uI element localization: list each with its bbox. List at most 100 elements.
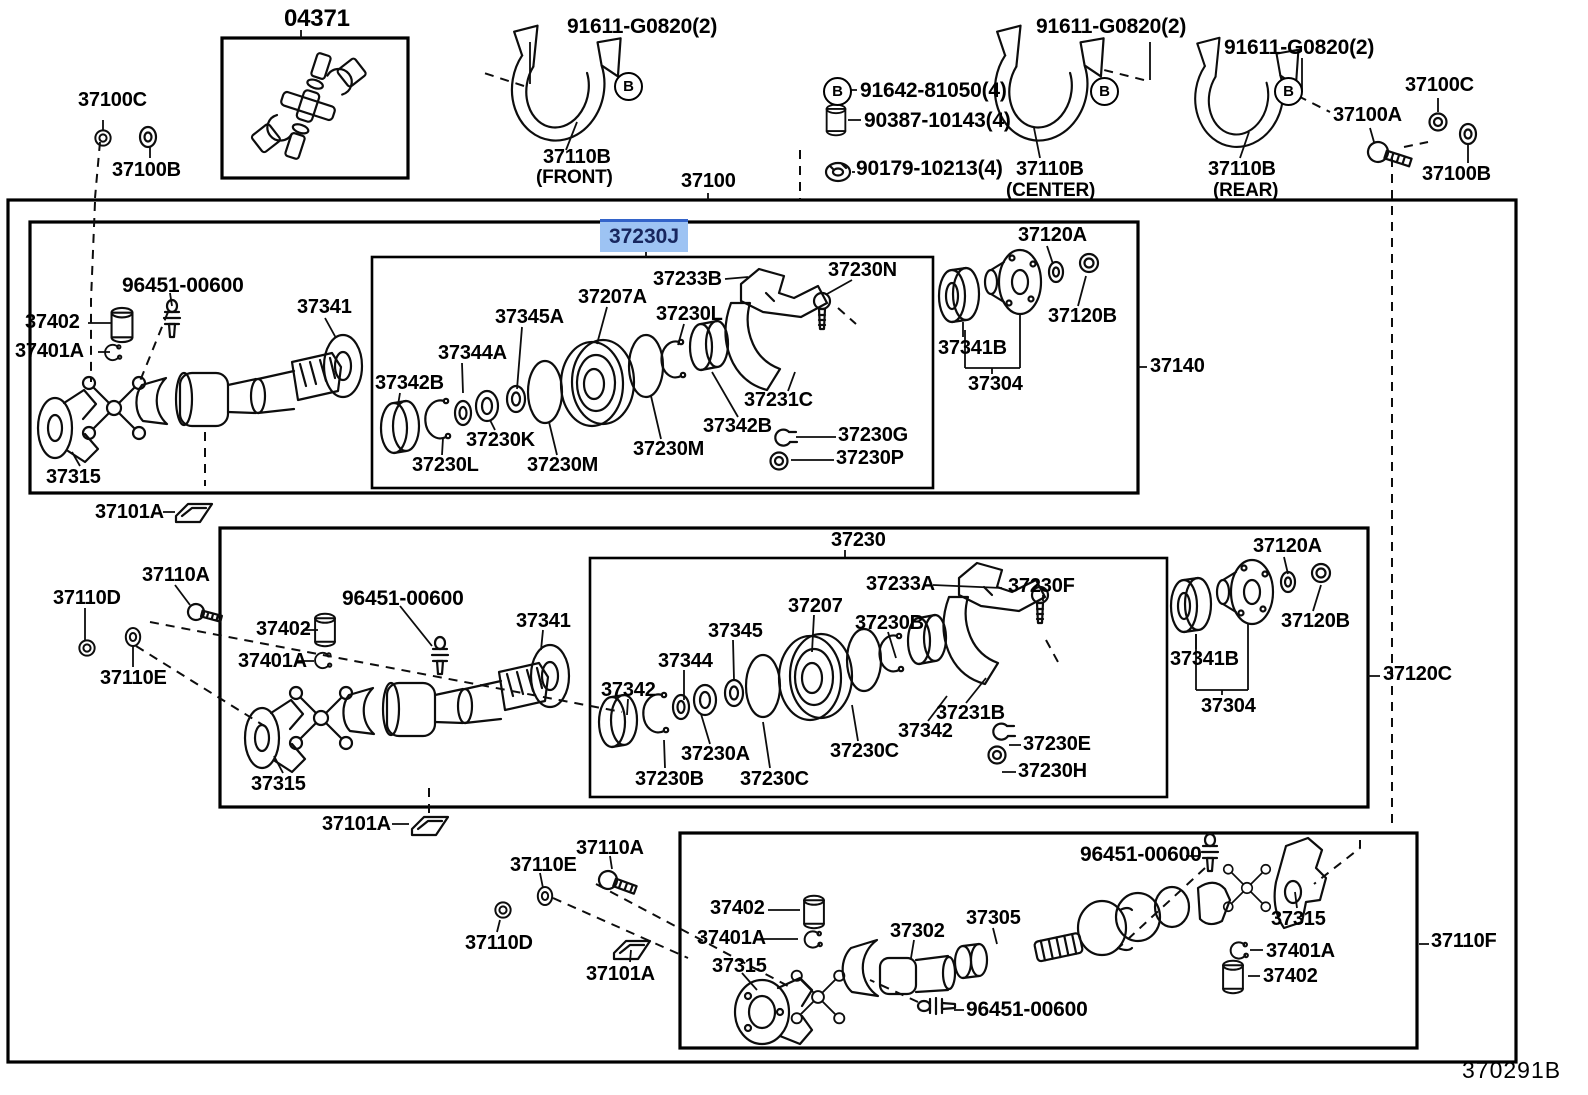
part-label-s2_96451: 96451-00600	[342, 587, 464, 610]
hardware-icons	[78, 103, 1478, 961]
part-label-s2_37315: 37315	[251, 773, 306, 795]
part-label-n90387: 90387-10143(4)	[864, 109, 1011, 132]
part-label-s2_37120b: 37120B	[1281, 610, 1350, 632]
part-label-s2_37402: 37402	[256, 618, 311, 640]
circled-b-marker: B	[614, 72, 643, 101]
part-label-s2_37341b: 37341B	[1170, 648, 1239, 670]
part-label-t37100c_l: 37100C	[78, 89, 147, 111]
part-label-s2_37230c_m: 37230C	[830, 740, 899, 762]
part-label-s2_37230c_b: 37230C	[740, 768, 809, 790]
part-label-s1_37344a: 37344A	[438, 342, 507, 364]
part-label-s2_37230b_t: 37230B	[855, 612, 924, 634]
part-label-s1_37341b: 37341B	[938, 337, 1007, 359]
circled-b-marker: B	[1090, 77, 1119, 106]
part-label-s1_37402: 37402	[25, 311, 80, 333]
part-label-s2_37233a: 37233A	[866, 573, 935, 595]
clamp-front-art	[495, 18, 626, 151]
rear-shaft-box	[678, 831, 1419, 1050]
part-label-s1_37304: 37304	[968, 373, 1023, 395]
assembly-boxes	[6, 36, 1518, 1064]
part-label-rear: (REAR)	[1213, 180, 1279, 201]
part-label-s3_37402_l: 37402	[710, 897, 765, 919]
part-label-s2_37207: 37207	[788, 595, 843, 617]
u-joint-kit-art	[250, 52, 367, 160]
part-label-t37101a_3: 37101A	[586, 963, 655, 985]
part-label-s3_96451_b: 96451-00600	[966, 998, 1088, 1021]
rear-driveshaft-art	[733, 832, 1328, 1046]
u-joint-kit-box	[220, 36, 410, 180]
leader-lines	[71, 30, 1469, 1011]
part-label-s3_37110d: 37110D	[465, 932, 533, 954]
part-label-t37101a_2: 37101A	[322, 813, 391, 835]
part-label-t37100c_r: 37100C	[1405, 74, 1474, 96]
part-label-t37100b_r: 37100B	[1422, 163, 1491, 185]
part-label-s2_37401a: 37401A	[238, 650, 307, 672]
part-label-t37101a_1: 37101A	[95, 501, 164, 523]
part-label-n90179: 90179-10213(4)	[856, 157, 1003, 180]
bolt-icon	[597, 869, 638, 895]
part-label-t37100b_l: 37100B	[112, 159, 181, 181]
part-label-s3_96451_t: 96451-00600	[1080, 843, 1202, 866]
part-label-t37230: 37230	[831, 529, 886, 551]
part-label-s1_37401a: 37401A	[15, 340, 84, 362]
part-label-s1_37345a: 37345A	[495, 306, 564, 328]
part-label-s1_37230l_b: 37230L	[412, 454, 479, 476]
part-label-s1_96451: 96451-00600	[122, 274, 244, 297]
part-label-g0820_1: 91611-G0820(2)	[567, 15, 718, 38]
part-label-s1_37341: 37341	[297, 296, 352, 318]
part-label-t37100: 37100	[681, 170, 736, 192]
part-label-s1_37230p: 37230P	[836, 447, 904, 469]
part-label-s2_37110e: 37110E	[100, 667, 167, 689]
part-label-t37110b_center: 37110B	[1016, 158, 1084, 180]
part-label-s2_37230h: 37230H	[1018, 760, 1087, 782]
part-label-g0820_3: 91611-G0820(2)	[1224, 36, 1375, 59]
front-bearing-kit-box	[370, 255, 935, 490]
highlighted-part-label-37230J[interactable]: 37230J	[600, 219, 688, 252]
center-bearing-kit-box	[588, 556, 1169, 799]
part-label-s2_37230b_b: 37230B	[635, 768, 704, 790]
part-label-s1_37230l_t: 37230L	[656, 303, 723, 325]
part-label-s1_37230k: 37230K	[466, 429, 535, 451]
main-outer-box	[6, 198, 1518, 1064]
part-label-s1_37120b: 37120B	[1048, 305, 1117, 327]
part-label-s2_37110d: 37110D	[53, 587, 121, 609]
part-label-s2_37345: 37345	[708, 620, 763, 642]
part-label-s1_37230g: 37230G	[838, 424, 908, 446]
part-label-s3_37315_r: 37315	[1271, 908, 1326, 930]
part-label-s2_37341: 37341	[516, 610, 571, 632]
part-label-s3_37110a: 37110A	[576, 837, 644, 859]
part-label-s1_37342b_r: 37342B	[703, 415, 772, 437]
circled-b-marker: B	[823, 77, 852, 106]
circled-b-marker: B	[1274, 77, 1303, 106]
part-label-s2_37110a: 37110A	[142, 564, 210, 586]
part-label-s3_37110e: 37110E	[510, 854, 577, 876]
part-label-front: (FRONT)	[536, 167, 613, 188]
part-label-t37100a: 37100A	[1333, 104, 1402, 126]
front-shaft-box	[28, 220, 1140, 495]
bolt-icon	[1366, 140, 1413, 168]
part-label-s1_37207a: 37207A	[578, 286, 647, 308]
part-label-n91642: 91642-81050(4)	[860, 79, 1007, 102]
part-label-s1_37231c: 37231C	[744, 389, 813, 411]
part-label-s3_37402_r: 37402	[1263, 965, 1318, 987]
part-label-t37110b_rear: 37110B	[1208, 158, 1276, 180]
part-label-t37110b_front: 37110B	[543, 146, 611, 168]
part-label-s2_37304: 37304	[1201, 695, 1256, 717]
part-label-s1_37230m_b: 37230M	[527, 454, 599, 476]
part-label-s2_37344: 37344	[658, 650, 713, 672]
part-label-s2_37230f: 37230F	[1008, 575, 1075, 597]
part-label-t37120c: 37120C	[1383, 663, 1452, 685]
part-label-g0820_2: 91611-G0820(2)	[1036, 15, 1187, 38]
part-label-s2_37342_l: 37342	[601, 679, 656, 701]
part-label-s2_37230a: 37230A	[681, 743, 750, 765]
part-label-s3_37401a_l: 37401A	[697, 927, 766, 949]
part-label-t37110f: 37110F	[1431, 930, 1497, 952]
center-shaft-box	[218, 526, 1370, 809]
part-label-s1_37342b_l: 37342B	[375, 372, 444, 394]
part-label-s3_37305: 37305	[966, 907, 1021, 929]
part-label-center: (CENTER)	[1006, 180, 1096, 201]
part-label-s1_37230m_r: 37230M	[633, 438, 705, 460]
part-label-s3_37315_l: 37315	[712, 955, 767, 977]
